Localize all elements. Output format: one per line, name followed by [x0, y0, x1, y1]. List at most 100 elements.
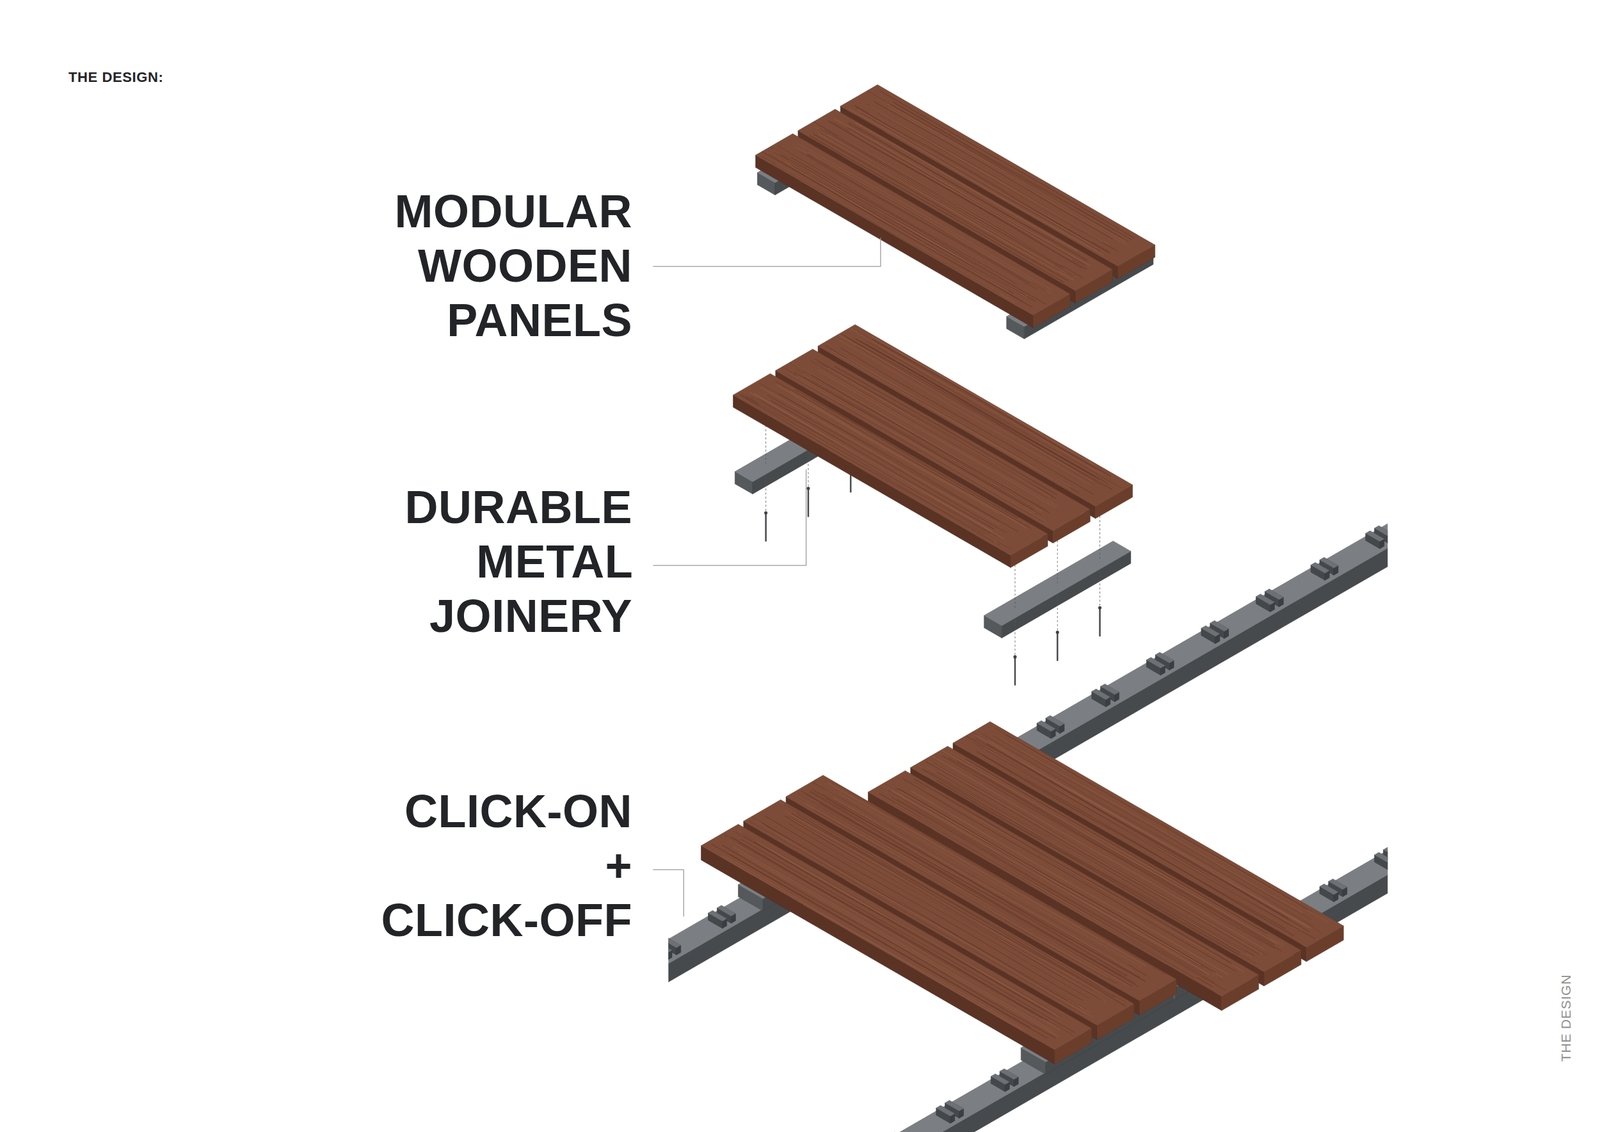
clip-tooth-top: [1319, 883, 1339, 895]
screw-head: [1098, 606, 1102, 610]
clip-tooth-top: [1146, 657, 1165, 669]
clip-tooth-top: [708, 910, 728, 921]
screw-head: [1056, 630, 1060, 634]
wood-grain: [725, 833, 1042, 1018]
side-watermark: THE DESIGN: [1558, 974, 1574, 1062]
exploded-panel: [733, 324, 1133, 686]
assembly-guide: [1057, 595, 1058, 632]
wood-grain: [777, 145, 1017, 284]
wood-grain: [739, 852, 1058, 1036]
wood-grain: [767, 394, 1007, 533]
wood-grain: [791, 157, 1046, 304]
rail-end: [668, 501, 1388, 1030]
wood-grain: [750, 396, 991, 534]
leader-line: [652, 469, 806, 566]
rail-system: [668, 488, 1388, 1132]
wood-grain: [748, 820, 1083, 1014]
wood-grain: [743, 835, 1046, 1011]
clip-tooth-top: [1201, 625, 1220, 637]
label-word: MODULAR: [394, 185, 633, 237]
wood-grain: [740, 393, 1012, 550]
clip-tooth-top: [1256, 593, 1275, 605]
assembly-guide: [765, 476, 767, 513]
label-word: CLICK-ON: [404, 785, 633, 837]
wood-grain: [772, 149, 1028, 297]
assembly-guide: [807, 451, 809, 488]
wood-grain: [723, 855, 1025, 1030]
feature-label: CLICK-ON + CLICK-OFF: [381, 784, 633, 948]
wood-grain: [807, 154, 1030, 283]
wood-grain: [791, 165, 1014, 294]
wood-grain: [724, 835, 1044, 1019]
screw: [1056, 632, 1059, 662]
label-word: +: [604, 839, 633, 891]
plank-top: [733, 373, 1049, 555]
label-word: CLICK-OFF: [381, 894, 633, 946]
leader-line: [652, 237, 881, 267]
wood-grain: [771, 400, 994, 530]
wood-plank: [755, 133, 1071, 328]
wood-grain: [732, 846, 1052, 1030]
rail-top: [668, 488, 1388, 1012]
assembly-guide: [1014, 619, 1016, 656]
plank-side: [701, 845, 1055, 1064]
clip-tooth-top: [936, 1105, 955, 1117]
wood-grain: [785, 162, 1008, 292]
wood-grain: [775, 381, 1031, 528]
clip-tooth-top: [990, 1073, 1010, 1085]
clip-tooth-top: [1365, 530, 1385, 542]
feature-label: MODULAR WOODEN PANELS: [394, 184, 633, 348]
wood-grain: [796, 147, 1052, 294]
page-title: THE DESIGN:: [68, 69, 164, 86]
clip-tooth-top: [1036, 720, 1056, 732]
wood-grain: [798, 151, 1037, 290]
clip-tooth-top: [668, 941, 672, 953]
wood-plank: [701, 823, 1092, 1064]
wood-grain: [797, 143, 1053, 290]
wood-grain: [759, 383, 1000, 521]
label-word: WOODEN: [417, 240, 633, 292]
wood-grain: [794, 389, 1018, 519]
label-word: METAL: [476, 535, 633, 587]
clip-tooth-top: [1091, 688, 1111, 700]
wood-grain: [808, 152, 1032, 281]
wood-grain: [774, 152, 1029, 300]
clip-tooth-top: [1374, 851, 1389, 863]
screw-head: [806, 486, 810, 490]
screw: [764, 512, 767, 542]
product-illustration: [564, 84, 1600, 1132]
feature-label: DURABLE METAL JOINERY: [405, 480, 633, 644]
leader-lines: [652, 237, 881, 916]
wood-grain: [749, 391, 1005, 539]
wood-grain: [745, 397, 1000, 545]
wood-grain: [761, 156, 1001, 294]
wood-grain: [743, 832, 1062, 1017]
wood-grain: [761, 151, 1033, 308]
screw: [807, 488, 810, 518]
plank-side: [733, 394, 1012, 568]
wood-grain: [720, 855, 1023, 1030]
wood-plank: [743, 799, 1135, 1040]
screw-head: [764, 511, 768, 515]
label-word: PANELS: [446, 294, 633, 346]
wood-grain: [741, 839, 1075, 1033]
click-rail: [668, 488, 1388, 1030]
wood-grain: [757, 841, 1059, 1017]
screw: [1014, 656, 1017, 686]
plank-top: [701, 823, 1092, 1049]
plank-side: [755, 154, 1034, 328]
wood-grain: [769, 154, 1023, 302]
label-word: JOINERY: [429, 590, 633, 642]
clip-tooth-top: [1310, 561, 1330, 573]
label-word: DURABLE: [405, 481, 633, 533]
wood-grain: [789, 390, 1028, 529]
clip-tooth-top: [668, 936, 681, 948]
wood-grain: [711, 844, 1031, 1028]
wooden-panel: [755, 84, 1156, 339]
wood-plank: [733, 373, 1049, 568]
clicked-panel: [701, 775, 1177, 1074]
wood-grain: [760, 387, 1000, 525]
wood-grain: [722, 844, 1056, 1039]
